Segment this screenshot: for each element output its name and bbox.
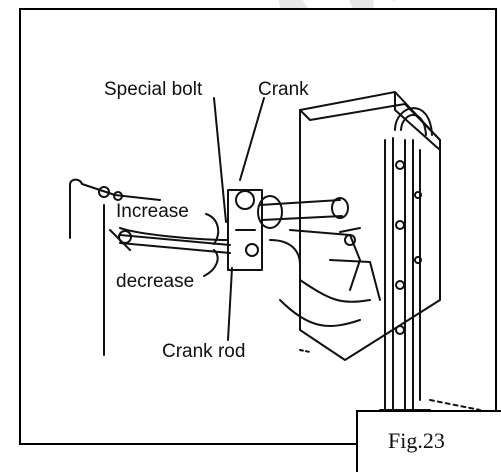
figure-caption: Fig.23 [388,428,445,453]
label-crank: Crank [258,79,309,100]
figure-caption-box: Fig.23 [356,410,501,472]
label-decrease: decrease [116,271,195,292]
top-handle [394,107,433,136]
crank-rod-line [119,234,231,246]
label-increase: Increase [116,201,189,222]
special-bolt-head [235,190,255,210]
label-special-bolt: Special bolt [104,79,203,100]
figure-frame [19,8,497,445]
label-crank-rod: Crank rod [162,341,246,362]
